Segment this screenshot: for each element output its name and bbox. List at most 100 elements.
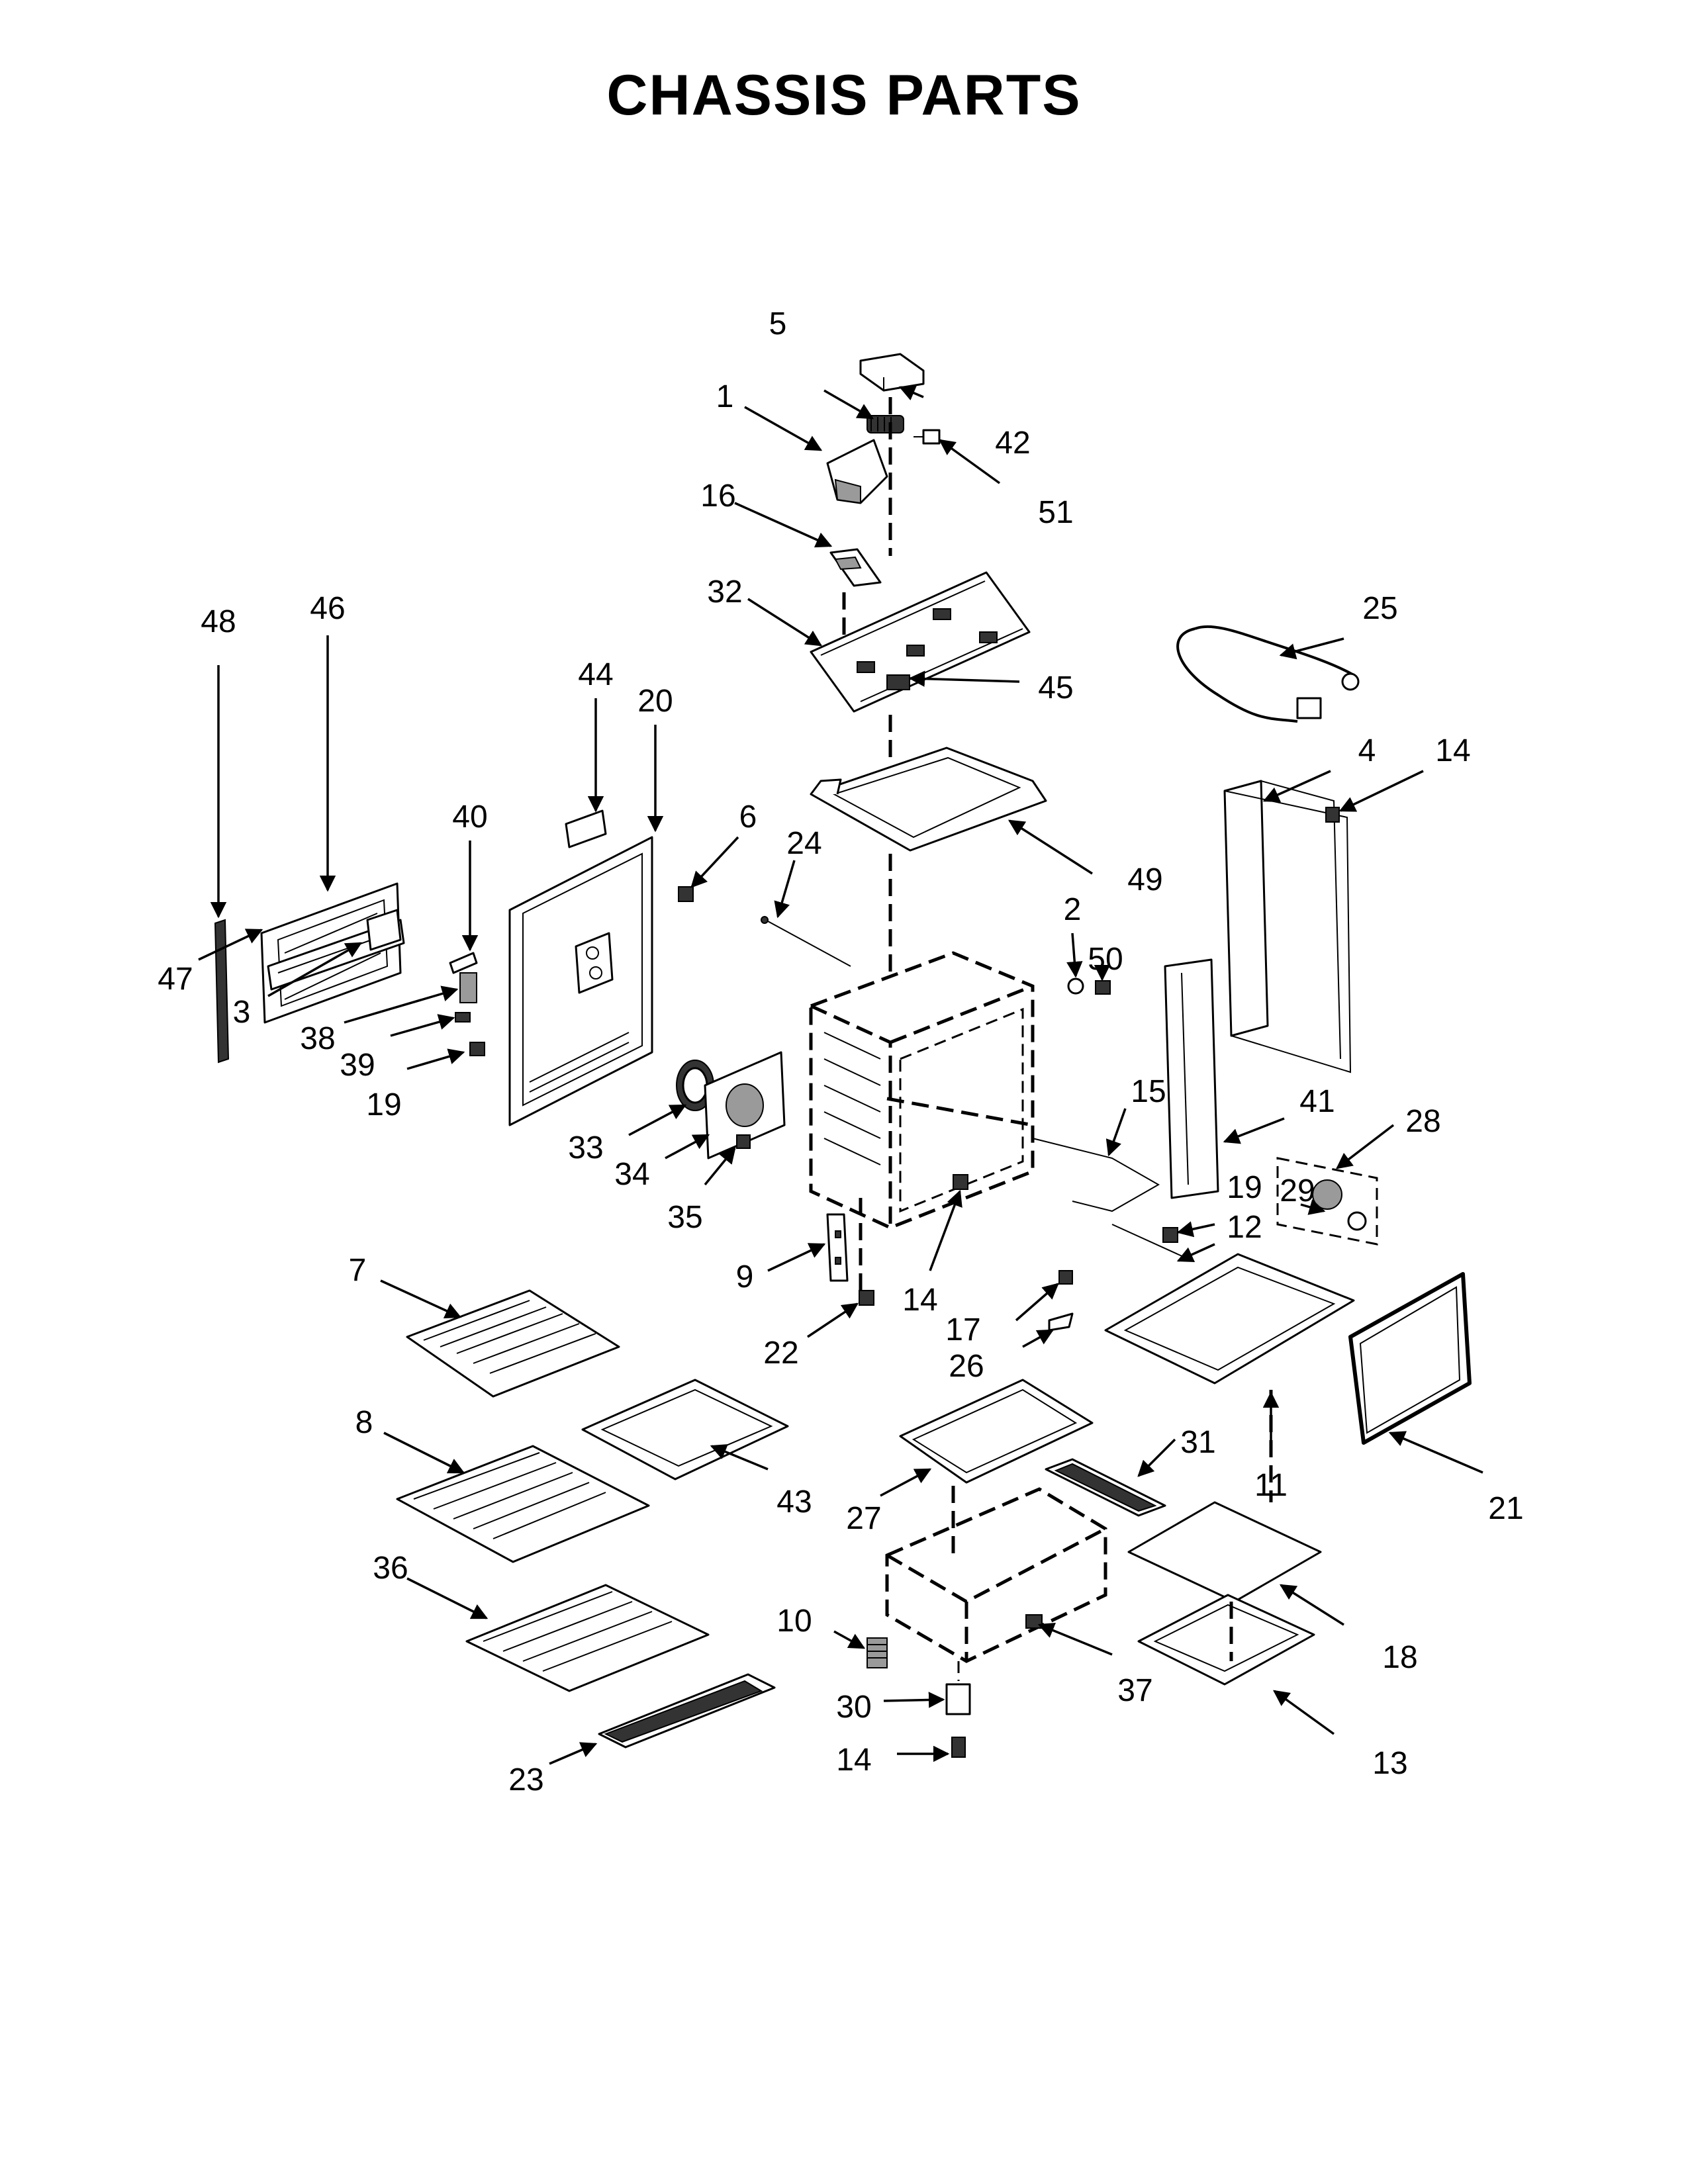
callout-27: 27	[846, 1501, 881, 1536]
callout-33: 33	[568, 1130, 603, 1165]
part-44-plate	[565, 809, 607, 848]
callout-36: 36	[373, 1551, 408, 1586]
callout-10: 10	[776, 1604, 812, 1639]
callout-2: 2	[1064, 892, 1082, 927]
part-35-screw	[736, 1134, 751, 1149]
callout-45: 45	[1038, 670, 1073, 705]
part-9-bracket	[826, 1213, 849, 1282]
page-title: CHASSIS PARTS	[606, 64, 1082, 127]
callout-48: 48	[201, 604, 236, 639]
callout-31: 31	[1180, 1425, 1215, 1460]
callout-20: 20	[637, 684, 673, 719]
callout-34: 34	[614, 1157, 649, 1192]
part-31-plate	[1045, 1458, 1166, 1517]
part-50-screw	[1095, 980, 1111, 995]
callout-39: 39	[340, 1048, 375, 1083]
part-34-fan-bracket	[704, 1051, 786, 1160]
callout-30: 30	[836, 1690, 871, 1725]
part-8-rack	[396, 1445, 650, 1563]
part-1-hinge-bracket	[826, 439, 888, 504]
callout-47: 47	[158, 962, 193, 997]
callout-17: 17	[945, 1312, 980, 1347]
callout-19b: 19	[1227, 1170, 1262, 1205]
part-20-rear-panel	[508, 836, 653, 1126]
callout-19a: 19	[366, 1087, 401, 1122]
part-41-strip	[1164, 958, 1219, 1199]
callout-18: 18	[1382, 1640, 1417, 1675]
part-18-shield	[1127, 1501, 1322, 1603]
callout-51: 51	[1038, 495, 1073, 530]
callout-3: 3	[233, 995, 251, 1030]
part-10-leveler	[867, 1637, 888, 1668]
part-4-side-panel	[1223, 780, 1352, 1073]
part-16-bracket	[829, 548, 882, 587]
part-51-screw	[914, 429, 941, 445]
part-2-plug	[1067, 978, 1084, 995]
callout-16: 16	[700, 478, 735, 514]
part-22-screw	[859, 1290, 874, 1306]
leader-arrows	[198, 385, 1483, 1765]
part-14-screw-c	[951, 1737, 966, 1758]
part-27-base	[899, 1379, 1094, 1484]
callout-8: 8	[355, 1405, 373, 1440]
part-5-spring	[867, 415, 904, 433]
part-40-bracket	[449, 952, 478, 974]
part-3-bracket	[366, 909, 402, 951]
part-24-wire	[761, 916, 851, 967]
part-48-strip	[214, 919, 230, 1064]
callout-28: 28	[1405, 1104, 1440, 1139]
part-14-screw-a	[953, 1174, 968, 1190]
part-42-hinge-cover	[859, 353, 925, 392]
callout-37: 37	[1117, 1673, 1152, 1708]
part-oven-cavity	[809, 951, 1035, 1230]
callout-38: 38	[300, 1021, 335, 1056]
callout-21: 21	[1488, 1491, 1523, 1526]
callout-14a: 14	[902, 1283, 937, 1318]
part-17-screw	[1058, 1270, 1073, 1285]
callout-11: 11	[1254, 1468, 1288, 1503]
part-28-knob	[1276, 1157, 1378, 1246]
part-23-griddle	[598, 1673, 776, 1749]
part-36-rack	[465, 1584, 710, 1692]
part-14-screw-b	[1325, 807, 1340, 823]
callout-49: 49	[1127, 862, 1162, 897]
callout-42: 42	[995, 426, 1030, 461]
callout-4: 4	[1358, 733, 1376, 768]
part-19-screw-b	[1162, 1227, 1178, 1243]
part-11-door	[1104, 1253, 1355, 1385]
part-25-power-cord	[1176, 625, 1360, 723]
callout-25: 25	[1362, 591, 1397, 626]
part-19-screw-a	[469, 1042, 485, 1056]
callout-50: 50	[1088, 942, 1123, 977]
callout-46: 46	[310, 591, 345, 626]
part-39-plug	[455, 1012, 471, 1023]
callout-43: 43	[776, 1484, 812, 1520]
callout-35: 35	[667, 1200, 702, 1235]
callout-41: 41	[1299, 1084, 1335, 1119]
callout-13: 13	[1372, 1746, 1407, 1781]
callout-9: 9	[736, 1259, 754, 1295]
callout-12: 12	[1227, 1210, 1262, 1245]
callout-23: 23	[508, 1762, 543, 1797]
part-30-bracket	[945, 1683, 971, 1715]
part-15-rod	[1032, 1138, 1160, 1212]
callout-40: 40	[452, 799, 487, 835]
callout-32: 32	[707, 574, 742, 610]
part-43-tray	[581, 1379, 789, 1480]
callout-7: 7	[349, 1253, 367, 1288]
part-49-frame	[810, 747, 1047, 852]
part-38-connector	[459, 972, 477, 1003]
callout-1: 1	[716, 379, 734, 414]
part-12-wire	[1111, 1224, 1186, 1258]
part-26-clip	[1048, 1312, 1074, 1332]
part-21-gasket	[1348, 1272, 1472, 1445]
part-13-drawer	[1137, 1594, 1315, 1686]
callout-15: 15	[1131, 1074, 1166, 1109]
callout-24: 24	[786, 826, 821, 861]
callout-14b: 14	[1435, 733, 1470, 768]
callout-44: 44	[578, 657, 613, 692]
callout-6: 6	[739, 799, 757, 835]
callout-29: 29	[1280, 1173, 1315, 1208]
part-6-screw	[678, 886, 694, 902]
